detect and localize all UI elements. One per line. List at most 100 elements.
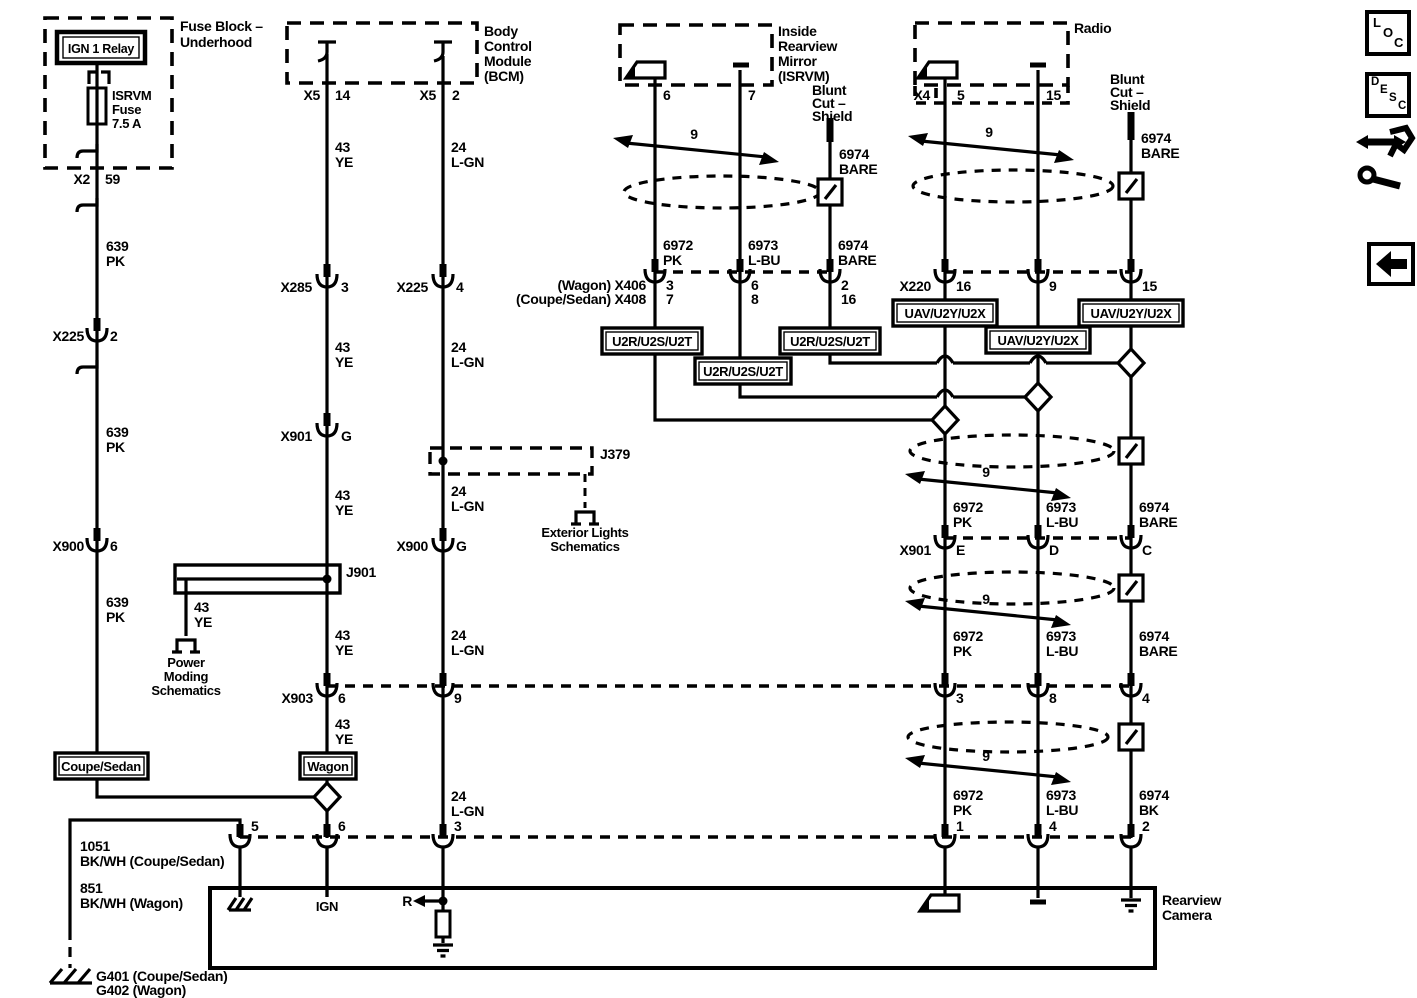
radio-title: Radio [1074, 20, 1111, 36]
wire-label: L-GN [451, 803, 484, 819]
wire-label: PK [953, 514, 972, 530]
loc-button[interactable]: L O C [1365, 10, 1411, 56]
exterior-lights-link-symbol [569, 510, 601, 526]
pin-label: 16 [841, 291, 856, 307]
wire-label: YE [194, 614, 212, 630]
pin-label: 15 [1142, 278, 1157, 294]
route-trace-icon[interactable] [1356, 122, 1417, 196]
connector-label: X220 [900, 278, 932, 294]
radio-x4-bracket [913, 86, 1070, 105]
pin-label: 2 [1142, 818, 1150, 834]
wire-label: L-GN [451, 154, 484, 170]
wire-label: PK [663, 252, 682, 268]
option-label: Wagon [307, 759, 349, 774]
blunt-cut-label: Blunt [1110, 71, 1145, 87]
uav-option-box [1077, 298, 1185, 328]
fuse-label: ISRVM [112, 88, 151, 103]
twist-count: 9 [982, 464, 990, 480]
wire-label: 43 [335, 487, 350, 503]
wire-label: 639 [106, 238, 129, 254]
fuse-block-title: Underhood [180, 34, 252, 50]
camera-icon [624, 60, 667, 80]
pin-label: 8 [751, 291, 759, 307]
pin-label: 9 [454, 690, 462, 706]
desc-button[interactable]: D E S C [1365, 72, 1411, 118]
pin-label: 2 [841, 277, 849, 293]
option-label: U2R/U2S/U2T [790, 334, 870, 349]
wire-label: 6974 [1139, 628, 1169, 644]
connector-label: X4 [913, 87, 930, 103]
wire-label: 24 [451, 339, 466, 355]
module-glyphs [624, 60, 1048, 80]
wire-label: BARE [839, 161, 877, 177]
blunt-cut-label: Shield [1110, 97, 1150, 113]
chassis-ground-icon [226, 896, 254, 912]
r-signal-label: R [402, 893, 412, 909]
back-button[interactable] [1367, 242, 1415, 286]
loc-letter: C [1394, 35, 1404, 50]
option-label: UAV/U2Y/U2X [905, 306, 987, 321]
wire-label: PK [106, 609, 125, 625]
pin-label: 9 [1049, 278, 1057, 294]
minus-icon [1028, 897, 1048, 907]
option-label: UAV/U2Y/U2X [998, 333, 1080, 348]
coupe-sedan-option-box [53, 751, 150, 781]
pin-label: 5 [957, 87, 965, 103]
wire-label: BARE [1141, 145, 1179, 161]
ground-icon [431, 943, 455, 958]
wire-label: L-BU [1046, 802, 1078, 818]
wire-label: 6974 [1139, 499, 1169, 515]
wire-label: L-GN [451, 498, 484, 514]
pin-label: 6 [751, 277, 759, 293]
wire-label: YE [335, 502, 353, 518]
shield-termination [1117, 573, 1145, 603]
pin-label: 8 [1049, 690, 1057, 706]
desc-letter: D [1371, 76, 1380, 88]
twist-count: 9 [690, 126, 698, 142]
ign-label: IGN [316, 899, 338, 914]
connector-label: X285 [281, 279, 313, 295]
pin-label: 4 [1142, 690, 1150, 706]
connector-label: X2 [73, 171, 90, 187]
pin-label: G [341, 428, 352, 444]
wire-label: 6972 [953, 628, 983, 644]
connector-label: (Wagon) X406 [558, 277, 647, 293]
wire-label: 6973 [748, 237, 778, 253]
wire-label: PK [106, 439, 125, 455]
isrvm-title: Inside [778, 23, 817, 39]
wire-label: 6973 [1046, 499, 1076, 515]
wire-label: L-BU [748, 252, 780, 268]
r-signal-circuit [413, 895, 455, 958]
minus-icon [731, 60, 751, 70]
connector-label: X225 [397, 279, 429, 295]
bcm-title: Control [484, 38, 532, 54]
wire-label: BARE [1139, 514, 1177, 530]
connector-label: (Coupe/Sedan) X408 [516, 291, 646, 307]
wrench-icon [1357, 165, 1377, 185]
junction-label: J901 [346, 564, 376, 580]
desc-letter: C [1398, 100, 1407, 112]
pin-label: 6 [338, 690, 346, 706]
bcm-outline [285, 21, 479, 85]
pin-label: 3 [666, 277, 674, 293]
wire-label: 639 [106, 594, 129, 610]
wire-label: BARE [838, 252, 876, 268]
j379-outline [428, 446, 594, 476]
pin-label: 6 [110, 538, 118, 554]
pin-label: 7 [748, 87, 756, 103]
wire-label: PK [953, 643, 972, 659]
pin-label: E [956, 542, 965, 558]
camera-icon [916, 60, 959, 80]
option-label: Coupe/Sedan [61, 759, 141, 774]
option-label: U2R/U2S/U2T [612, 334, 692, 349]
wire-label: PK [953, 802, 972, 818]
wire-label: BK/WH (Coupe/Sedan) [80, 853, 224, 869]
inline-connector-hook [75, 358, 99, 376]
bcm-title: (BCM) [484, 68, 524, 84]
pin-label: 3 [341, 279, 349, 295]
resistor-symbol [434, 909, 452, 939]
wire-label: YE [335, 154, 353, 170]
connector-label: X901 [900, 542, 932, 558]
pin-label: C [1142, 542, 1152, 558]
